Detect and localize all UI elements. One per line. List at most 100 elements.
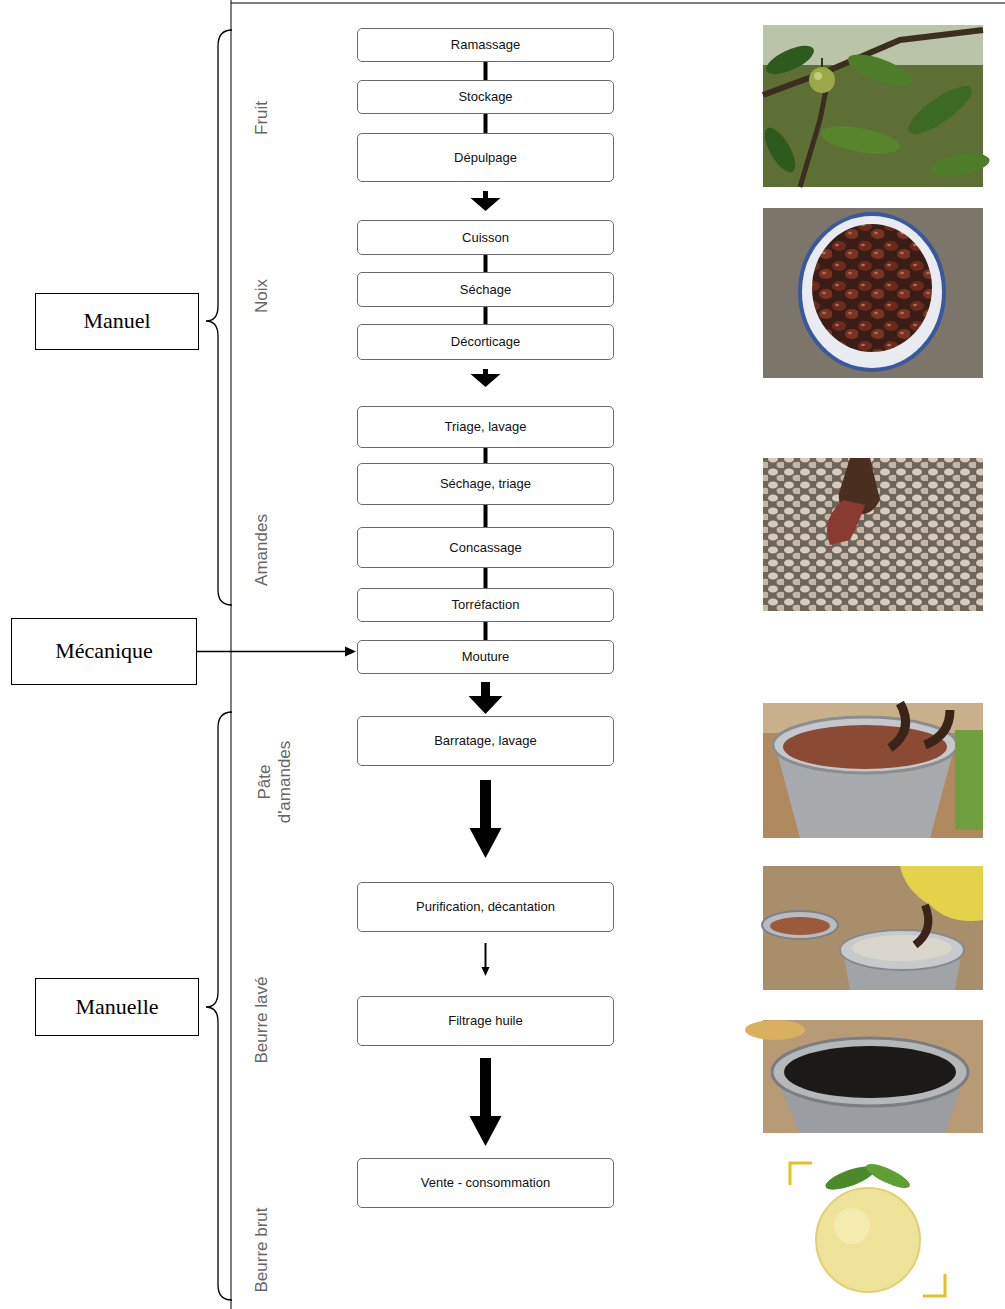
process-box: Séchage, triage xyxy=(357,463,614,505)
process-box: Ramassage xyxy=(357,28,614,62)
process-box: Dépulpage xyxy=(357,133,614,182)
step-text: Purification, décantation xyxy=(416,899,555,915)
tree-photo-part xyxy=(819,121,902,159)
step-text: Barratage, lavage xyxy=(434,733,537,749)
link-line xyxy=(485,448,486,463)
step-text: Ramassage xyxy=(451,37,520,53)
decanting-photo xyxy=(762,866,983,990)
step-text: Triage, lavage xyxy=(445,419,527,435)
link-line xyxy=(485,622,486,640)
arrow-head xyxy=(345,647,356,657)
link-line xyxy=(485,505,486,527)
arrow-head xyxy=(469,696,503,714)
arrow-shaft xyxy=(484,448,488,463)
butter-photo xyxy=(790,1160,945,1296)
nuts-photo-part xyxy=(812,224,932,352)
arrow-shaft xyxy=(484,505,488,527)
process-box: Mouture xyxy=(357,640,614,674)
nuts-photo-part xyxy=(800,214,944,370)
frame-line xyxy=(231,3,1005,4)
flow-arrow xyxy=(470,1058,502,1146)
decanting-photo-part xyxy=(770,917,830,935)
stage-label: Fruit xyxy=(252,101,272,135)
arrow-head xyxy=(471,374,501,387)
process-box: Triage, lavage xyxy=(357,406,614,448)
method-box: Manuel xyxy=(35,293,199,350)
kernels-photo-part xyxy=(763,458,983,611)
butter-photo-part xyxy=(790,1163,945,1296)
step-text: Concassage xyxy=(449,540,521,556)
butter-photo-part xyxy=(790,1163,812,1185)
tree-photo-part xyxy=(821,58,823,68)
process-box: Vente - consommation xyxy=(357,1158,614,1208)
step-text: Séchage xyxy=(460,282,511,298)
step-text: Mouture xyxy=(462,649,510,665)
churning-photo-part xyxy=(783,725,947,769)
arrow-head xyxy=(482,967,490,976)
stage-label: Beurre lavé xyxy=(252,977,272,1064)
arrow-shaft xyxy=(484,255,488,272)
stage-label: Noix xyxy=(252,279,272,313)
step-text: Filtrage huile xyxy=(448,1013,522,1029)
stage-label: Beurre brut xyxy=(252,1207,272,1292)
churning-photo-part xyxy=(955,730,983,830)
decanting-photo-part xyxy=(840,930,964,970)
oil-photo-part xyxy=(784,1046,956,1098)
curly-brace xyxy=(206,712,232,1300)
flow-arrow xyxy=(471,369,501,387)
stage-label: Amandes xyxy=(252,514,272,586)
tree-photo-part xyxy=(929,150,992,180)
process-box: Concassage xyxy=(357,527,614,568)
decanting-photo-part xyxy=(852,935,952,961)
arrow-shaft xyxy=(483,191,488,199)
process-box: Purification, décantation xyxy=(357,882,614,932)
arrow-shaft xyxy=(485,943,487,968)
step-text: Séchage, triage xyxy=(440,476,531,492)
decanting-photo-part xyxy=(915,905,928,945)
step-text: Manuel xyxy=(83,308,150,334)
tree-photo-part xyxy=(844,48,915,92)
method-box: Manuelle xyxy=(35,978,199,1036)
butter-photo-part xyxy=(863,1160,912,1193)
arrow-head xyxy=(470,1116,502,1146)
arrow-shaft xyxy=(480,780,491,829)
step-text: Mécanique xyxy=(55,638,153,664)
link-line xyxy=(485,568,486,588)
kernels-photo xyxy=(763,458,983,611)
arrow-shaft xyxy=(197,651,346,653)
frame-line xyxy=(231,0,232,1309)
tree-photo-part xyxy=(814,72,822,80)
stage-label: Pâte d'amandes xyxy=(255,736,296,828)
flow-arrow xyxy=(197,647,356,657)
churning-photo-part xyxy=(890,703,906,748)
decanting-photo-part xyxy=(763,866,983,990)
flow-arrow xyxy=(469,682,503,714)
kernels-photo-part xyxy=(827,500,865,545)
butter-photo-part xyxy=(816,1188,920,1292)
process-box: Séchage xyxy=(357,272,614,307)
churning-photo xyxy=(763,703,983,838)
step-text: Décorticage xyxy=(451,334,520,350)
flow-arrow xyxy=(471,191,501,211)
arrow-shaft xyxy=(484,62,488,80)
butter-photo-part xyxy=(834,1208,870,1244)
churning-photo-part xyxy=(763,703,983,838)
curly-brace xyxy=(206,30,232,605)
tree-photo-part xyxy=(762,40,818,80)
process-box: Barratage, lavage xyxy=(357,716,614,766)
link-line xyxy=(485,114,486,133)
tree-photo-part xyxy=(902,78,978,141)
process-box: Torréfaction xyxy=(357,588,614,622)
tree-photo-part xyxy=(763,30,983,95)
arrow-shaft xyxy=(484,622,488,640)
process-box: Stockage xyxy=(357,80,614,114)
arrow-shaft xyxy=(484,307,488,324)
butter-photo-part xyxy=(923,1274,945,1296)
tree-photo-part xyxy=(759,123,801,176)
arrow-shaft xyxy=(480,1058,491,1117)
link-line xyxy=(485,62,486,80)
oil-photo xyxy=(745,1020,983,1133)
process-box: Décorticage xyxy=(357,324,614,360)
